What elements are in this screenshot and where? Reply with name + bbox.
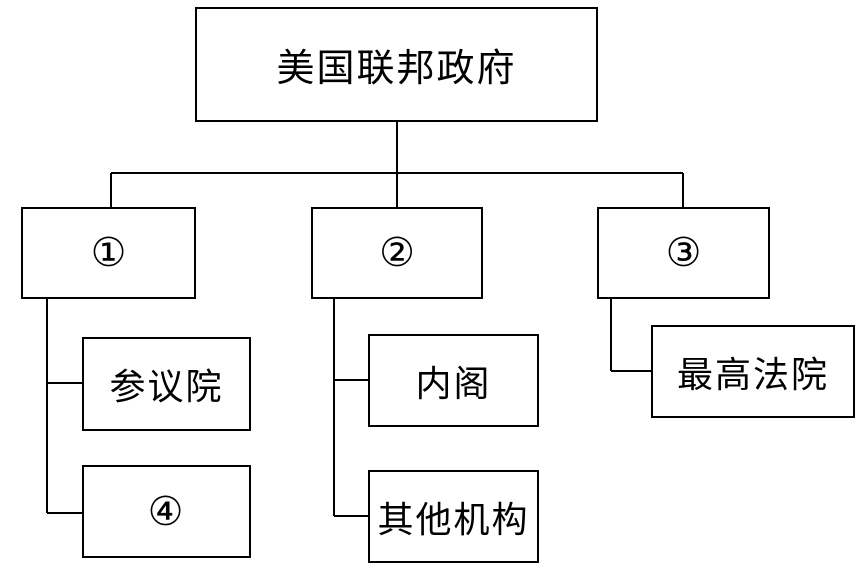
node-senate: 参议院 [82, 337, 251, 431]
node-other-agencies: 其他机构 [368, 470, 539, 563]
branch-node-2: ② [311, 207, 483, 299]
root-node: 美国联邦政府 [195, 7, 598, 122]
node-supreme-court: 最高法院 [651, 325, 855, 418]
branch-node-1: ① [21, 207, 196, 299]
branch-node-3: ③ [597, 207, 770, 299]
node-cabinet: 内阁 [368, 334, 539, 427]
node-four: ④ [82, 465, 251, 558]
